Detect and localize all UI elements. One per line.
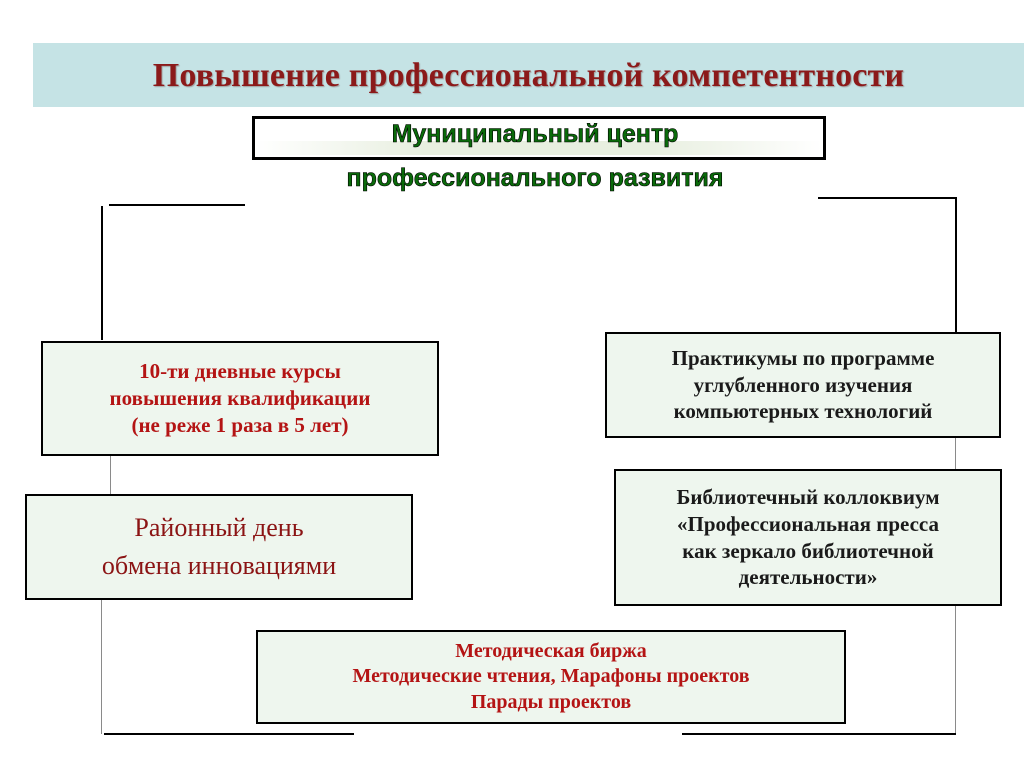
methodical-line-3: Парады проектов (470, 690, 632, 713)
center-node-frame (252, 116, 826, 160)
center-node-line-2: профессионального развития (346, 164, 724, 193)
workshops-line-1: Практикумы по программе (671, 345, 935, 370)
connector-right-top (818, 197, 956, 199)
courses-line-1: 10-ти дневные курсы (139, 359, 341, 384)
box-methodical-exchange: Методическая биржа Методические чтения, … (256, 630, 846, 724)
courses-line-2: повышения квалификации (109, 386, 371, 411)
center-node-decoration (255, 141, 823, 155)
box-district-day: Районный день обмена инновациями (25, 494, 413, 600)
connector-left-mid (110, 456, 111, 496)
courses-line-3: (не реже 1 раза в 5 лет) (131, 412, 349, 437)
center-node-line-1: Муниципальный центр (391, 120, 679, 149)
methodical-line-2: Методические чтения, Марафоны проектов (352, 665, 750, 688)
methodical-line-1: Методическая биржа (455, 639, 647, 662)
connector-left-vertical (101, 206, 103, 340)
library-line-2: «Профессиональная пресса (677, 511, 939, 536)
library-line-1: Библиотечный коллоквиум (676, 484, 940, 509)
district-day-line-1: Районный день (134, 513, 304, 543)
box-library-colloquium: Библиотечный коллоквиум «Профессиональна… (614, 469, 1002, 606)
box-qualification-courses: 10-ти дневные курсы повышения квалификац… (41, 341, 439, 456)
connector-right-lower (955, 606, 956, 734)
district-day-line-2: обмена инновациями (101, 551, 337, 580)
connector-bottom-left (104, 733, 354, 735)
workshops-line-2: углубленного изучения (693, 372, 913, 397)
connector-left-top (109, 204, 245, 206)
box-computer-workshops: Практикумы по программе углубленного изу… (605, 332, 1001, 438)
workshops-line-3: компьютерных технологий (673, 399, 933, 424)
library-line-3: как зеркало библиотечной (682, 538, 934, 563)
title-band: Повышение профессиональной компетентност… (33, 43, 1024, 107)
connector-right-mid (955, 438, 956, 470)
connector-bottom-right (682, 733, 956, 735)
connector-right-vertical (955, 197, 957, 333)
page-title: Повышение профессиональной компетентност… (152, 57, 905, 94)
library-line-4: деятельности» (738, 565, 878, 590)
connector-left-lower (101, 600, 102, 734)
